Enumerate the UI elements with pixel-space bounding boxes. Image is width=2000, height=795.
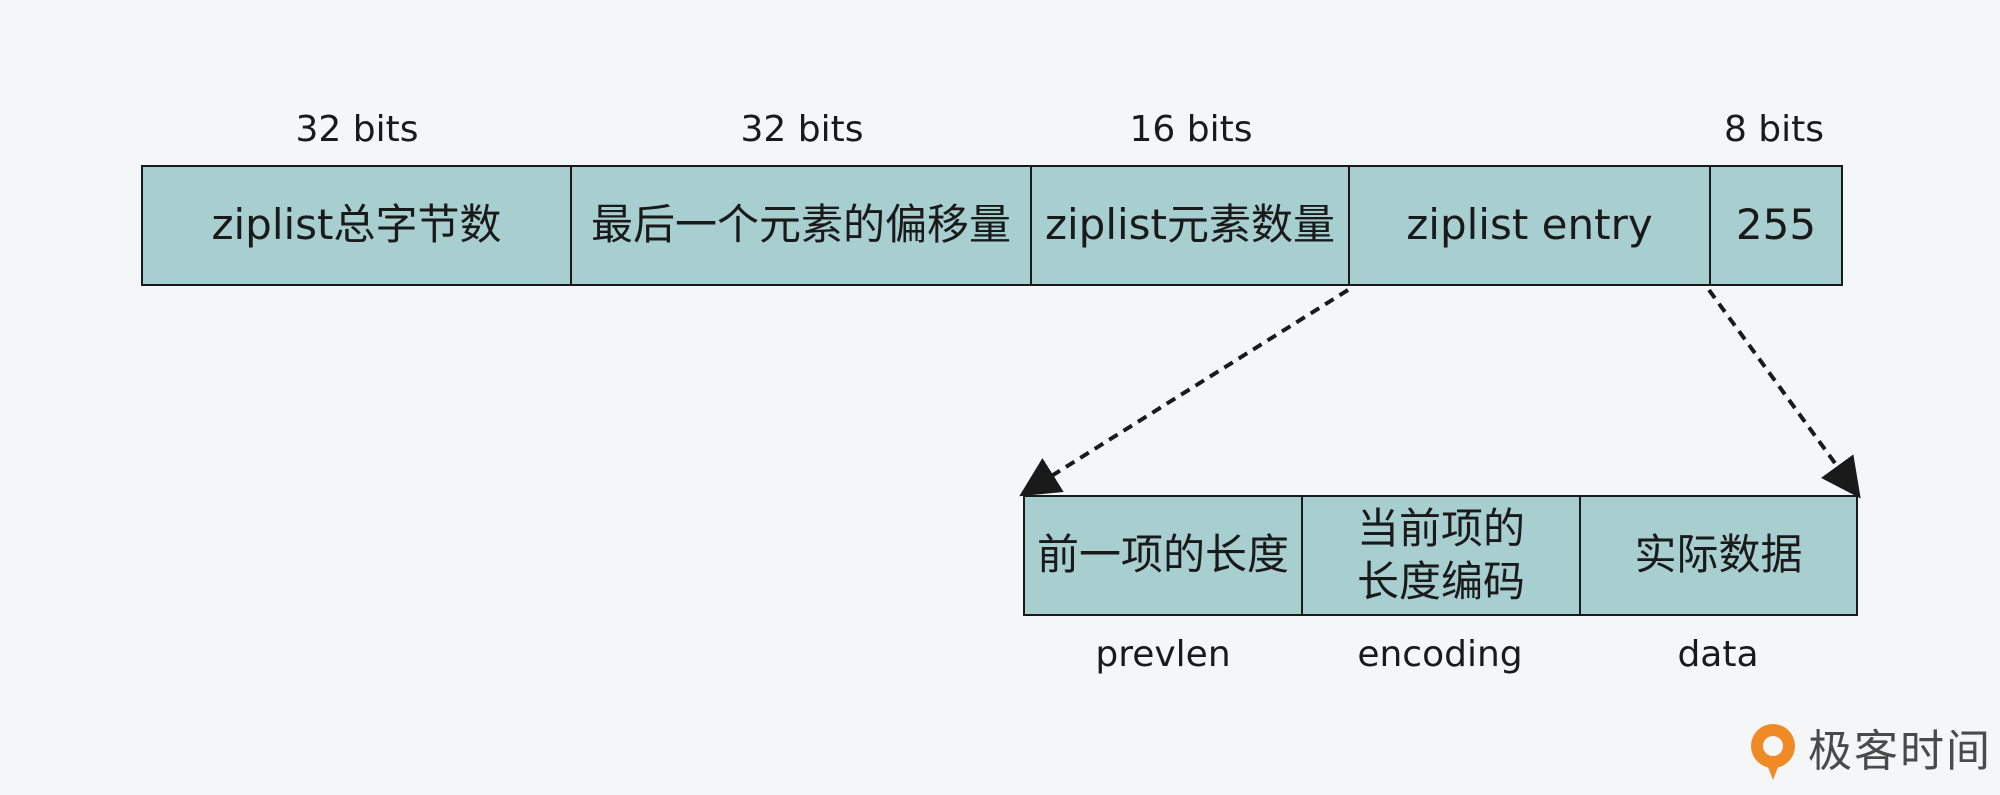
watermark-text: 极客时间 xyxy=(1808,726,1992,777)
bits-label-entry-count: 16 bits xyxy=(1129,109,1253,150)
bits-label-end-marker: 8 bits xyxy=(1723,109,1825,150)
entry-name-prevlen: prevlen xyxy=(1095,634,1231,675)
field-total-bytes: ziplist总字节数 xyxy=(143,167,572,284)
entry-field-data-label: 实际数据 xyxy=(1634,530,1803,580)
geektime-watermark: 极客时间 xyxy=(1746,722,1992,782)
bits-label-tail-offset: 32 bits xyxy=(740,109,864,150)
field-entry-count: ziplist元素数量 xyxy=(1032,167,1350,284)
entry-field-encoding-label-line2: 长度编码 xyxy=(1356,556,1525,606)
bits-label-total-bytes: 32 bits xyxy=(295,109,419,150)
entry-field-data: 实际数据 xyxy=(1581,497,1856,614)
arrow-to-prevlen xyxy=(1019,288,1350,497)
entry-field-encoding-label-line1: 当前项的 xyxy=(1356,504,1525,553)
entry-name-encoding: encoding xyxy=(1357,634,1523,675)
entry-structure: 前一项的长度 当前项的 长度编码 实际数据 xyxy=(1023,495,1858,616)
field-end-marker: 255 xyxy=(1735,200,1817,250)
arrow-to-data xyxy=(1707,288,1861,499)
geektime-logo-icon xyxy=(1751,724,1795,780)
entry-field-prevlen: 前一项的长度 xyxy=(1025,497,1303,614)
ziplist-structure: ziplist总字节数 最后一个元素的偏移量 ziplist元素数量 zipli… xyxy=(141,165,1843,286)
entry-field-prevlen-label: 前一项的长度 xyxy=(1036,530,1289,580)
entry-field-encoding: 当前项的 长度编码 xyxy=(1303,497,1581,614)
entry-name-data: data xyxy=(1677,634,1759,675)
field-entry: ziplist entry xyxy=(1350,167,1711,284)
field-tail-offset: 最后一个元素的偏移量 xyxy=(572,167,1032,284)
